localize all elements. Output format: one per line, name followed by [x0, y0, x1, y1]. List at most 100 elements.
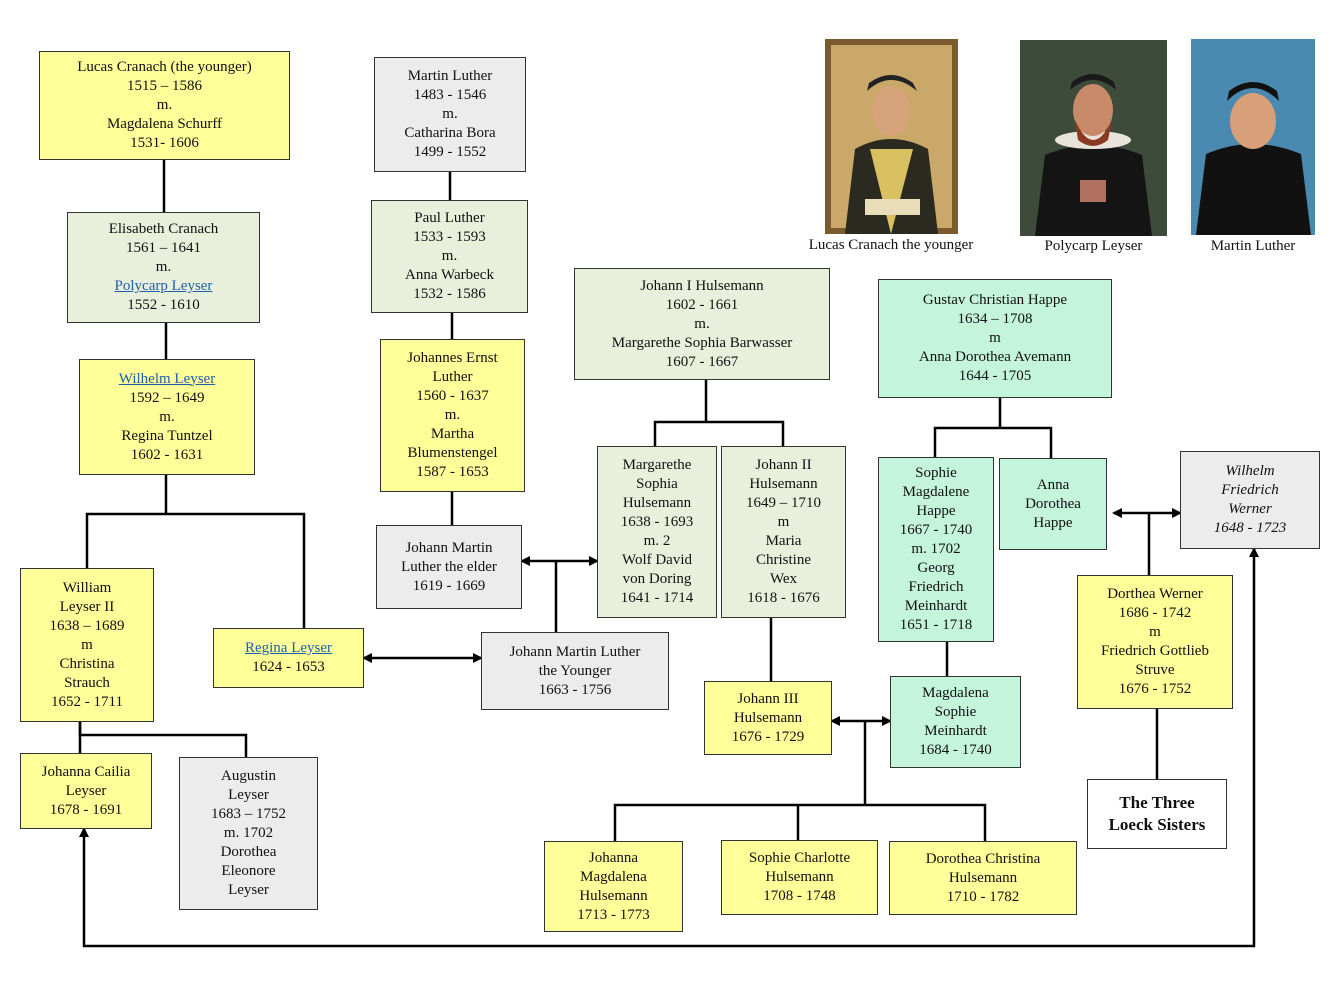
box-line: 1676 - 1729 [731, 728, 805, 745]
box-line: 1663 - 1756 [538, 681, 612, 698]
box-line: m. 1702 [911, 541, 961, 557]
box-line: 1587 - 1653 [416, 464, 489, 480]
box-line: Martha [430, 426, 475, 442]
box-line: 1649 – 1710 [746, 495, 821, 511]
box-line: Werner [1228, 501, 1272, 517]
box-line: Johannes Ernst [407, 350, 498, 366]
box-line: m [1149, 624, 1161, 640]
box-line: 1532 - 1586 [413, 286, 486, 302]
box-line: 1683 – 1752 [211, 806, 286, 822]
box-line: 1676 - 1752 [1118, 681, 1192, 697]
box-line: 1602 - 1661 [665, 296, 739, 313]
box-line: Hulsemann [579, 887, 648, 904]
box-line: Johann Martin [405, 539, 493, 556]
box-line: 1618 - 1676 [747, 590, 820, 606]
box-line: m. [444, 407, 461, 423]
box-line: m [81, 636, 93, 653]
box-line: Meinhardt [924, 723, 987, 739]
box-line: Regina Tuntzel [121, 427, 213, 444]
box-line: m [989, 330, 1001, 346]
box-line: 1678 - 1691 [49, 801, 123, 818]
box-line: 1552 - 1610 [127, 297, 200, 313]
box-line: Leyser [65, 782, 107, 799]
person-link[interactable]: Polycarp Leyser [114, 278, 213, 294]
box-line: Leyser [228, 787, 269, 803]
box-line: 1634 – 1708 [957, 311, 1033, 327]
box-line: Johann II [755, 457, 812, 473]
person-link[interactable]: Wilhelm Leyser [118, 370, 216, 387]
box-line: Margarethe Sophia Barwasser [611, 334, 793, 351]
box-line: Magdalena [922, 685, 989, 701]
box-line: 1644 - 1705 [958, 368, 1032, 384]
box-line: Georg [917, 560, 955, 576]
box-line: 1499 - 1552 [413, 144, 487, 160]
box-line: Johanna [588, 849, 639, 866]
box-line: 1619 - 1669 [412, 577, 486, 594]
box-line: m. 2 [643, 533, 671, 549]
box-line: Wolf David [621, 552, 693, 568]
box-line: Friedrich Gottlieb [1101, 643, 1209, 659]
box-line: 1686 - 1742 [1118, 605, 1192, 621]
box-line: Sophie [934, 704, 977, 720]
box-line: Martin Luther [407, 68, 493, 84]
connector [653, 420, 785, 446]
box-line: Paul Luther [414, 210, 485, 226]
box-line: 1641 - 1714 [620, 590, 694, 606]
box-line: 1561 – 1641 [125, 240, 201, 256]
box-line: Catharina Bora [404, 125, 496, 141]
box-line: Hulsemann [733, 709, 803, 726]
box-line: 1708 - 1748 [763, 888, 836, 904]
box-line: Hulsemann [948, 869, 1018, 886]
box-line: 1533 - 1593 [413, 229, 486, 245]
box-line: Dorthea Werner [1107, 586, 1203, 602]
box-line: Margarethe [622, 457, 692, 473]
box-line: 1592 – 1649 [129, 389, 205, 406]
box-line: Luther the elder [401, 558, 497, 575]
box-line: Loeck Sisters [1108, 815, 1206, 834]
leyser-caption: Polycarp Leyser [1044, 238, 1143, 254]
box-line: Anna Dorothea Avemann [918, 349, 1072, 365]
box-line: Hulsemann [749, 476, 818, 492]
cranach-portrait [825, 39, 958, 234]
leyser-portrait [1020, 40, 1167, 236]
box-line: Magdalena Schurff [106, 116, 223, 132]
person-link[interactable]: Regina Leyser [244, 640, 333, 656]
box-line: Magdalena [580, 868, 647, 885]
box-line: Luther [432, 369, 473, 385]
box-line: 1602 - 1631 [130, 446, 204, 463]
box-line: Augustin [220, 768, 276, 784]
box-line: Leyser [228, 882, 269, 898]
box-line: Friedrich [1221, 482, 1279, 498]
box-line: m [777, 514, 790, 530]
box-line: 1651 - 1718 [899, 617, 973, 633]
